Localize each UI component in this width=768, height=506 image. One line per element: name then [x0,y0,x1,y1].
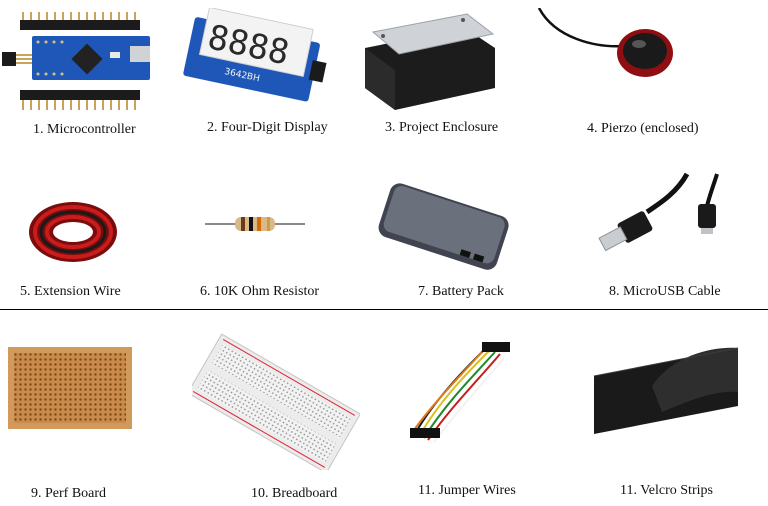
microcontroller-image [0,8,160,118]
caption-four-digit-display: 2. Four-Digit Display [207,120,328,135]
caption-resistor: 6. 10K Ohm Resistor [200,284,319,299]
caption-project-enclosure: 3. Project Enclosure [385,120,499,135]
caption-microusb-cable: 8. MicroUSB Cable [609,284,721,299]
caption-microcontroller: 1. Microcontroller [33,122,136,137]
caption-jumper-wires: 11. Jumper Wires [418,483,516,498]
caption-perf-board: 9. Perf Board [31,486,107,501]
piezo-image [535,8,685,83]
project-enclosure-image [355,8,505,113]
battery-pack-image [372,180,512,270]
resistor-image [205,212,305,236]
caption-breadboard: 10. Breadboard [251,486,338,501]
breadboard-image [192,330,360,470]
perf-board-image [8,347,132,429]
four-digit-display-image: 8888 3642BH [180,8,330,108]
jumper-wires-image [410,340,520,445]
velcro-strips-image [592,346,738,436]
caption-piezo: 4. Pierzo (enclosed) [587,121,699,136]
extension-wire-image [25,190,125,270]
caption-extension-wire: 5. Extension Wire [20,284,121,299]
row-divider [0,309,768,310]
caption-battery-pack: 7. Battery Pack [418,284,504,299]
caption-velcro-strips: 11. Velcro Strips [620,483,713,498]
microusb-cable-image [592,172,732,262]
